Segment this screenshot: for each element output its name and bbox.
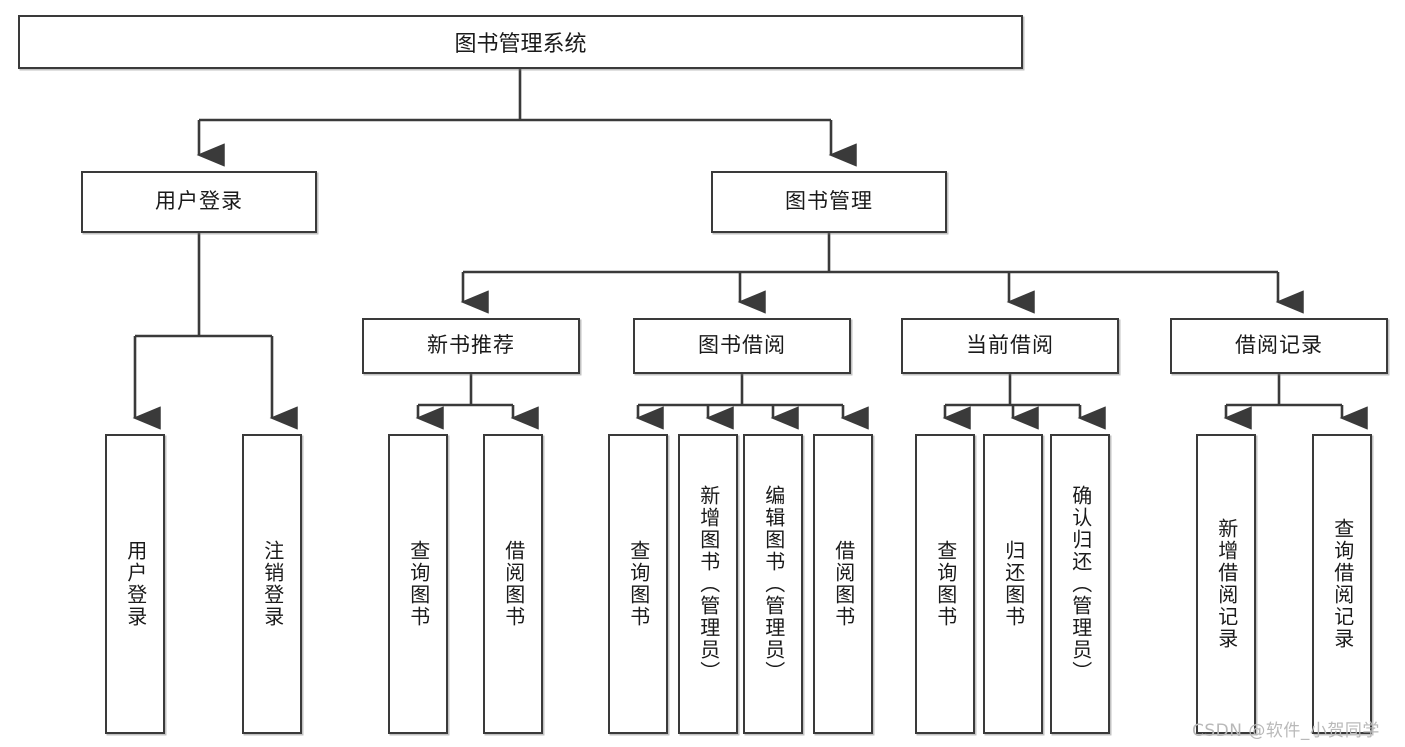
node-label: 新增借阅记录 <box>1214 518 1239 650</box>
node-leaf-10[interactable]: 确认归还（管理员） <box>1050 434 1110 734</box>
node-label: 图书管理系统 <box>454 32 587 57</box>
node-label: 借阅图书 <box>831 540 856 628</box>
node-level3-3[interactable]: 借阅记录 <box>1170 318 1388 374</box>
node-leaf-3[interactable]: 借阅图书 <box>483 434 543 734</box>
node-level2-0[interactable]: 用户登录 <box>81 171 317 233</box>
node-label: 新增图书（管理员） <box>696 485 721 683</box>
node-leaf-9[interactable]: 归还图书 <box>983 434 1043 734</box>
node-label: 借阅记录 <box>1235 333 1323 358</box>
node-label: 图书管理 <box>785 189 873 214</box>
node-leaf-1[interactable]: 注销登录 <box>242 434 302 734</box>
node-label: 新书推荐 <box>427 333 515 358</box>
node-root-system[interactable]: 图书管理系统 <box>18 15 1023 69</box>
node-leaf-7[interactable]: 借阅图书 <box>813 434 873 734</box>
node-leaf-2[interactable]: 查询图书 <box>388 434 448 734</box>
node-label: 用户登录 <box>155 189 243 214</box>
node-label: 用户登录 <box>123 540 148 628</box>
node-leaf-6[interactable]: 编辑图书（管理员） <box>743 434 803 734</box>
node-label: 归还图书 <box>1001 540 1026 628</box>
node-label: 当前借阅 <box>966 333 1054 358</box>
node-leaf-11[interactable]: 新增借阅记录 <box>1196 434 1256 734</box>
node-label: 查询图书 <box>626 540 651 628</box>
node-label: 查询图书 <box>406 540 431 628</box>
node-leaf-4[interactable]: 查询图书 <box>608 434 668 734</box>
csdn-watermark: CSDN @软件_小贺同学 <box>1192 721 1380 741</box>
node-level3-0[interactable]: 新书推荐 <box>362 318 580 374</box>
node-level3-1[interactable]: 图书借阅 <box>633 318 851 374</box>
node-label: 编辑图书（管理员） <box>761 485 786 683</box>
node-label: 借阅图书 <box>501 540 526 628</box>
node-leaf-0[interactable]: 用户登录 <box>105 434 165 734</box>
node-label: 查询图书 <box>933 540 958 628</box>
node-leaf-5[interactable]: 新增图书（管理员） <box>678 434 738 734</box>
node-leaf-12[interactable]: 查询借阅记录 <box>1312 434 1372 734</box>
node-label: 注销登录 <box>260 540 285 628</box>
node-label: 确认归还（管理员） <box>1068 485 1093 683</box>
node-label: 图书借阅 <box>698 333 786 358</box>
node-label: 查询借阅记录 <box>1330 518 1355 650</box>
node-leaf-8[interactable]: 查询图书 <box>915 434 975 734</box>
node-level3-2[interactable]: 当前借阅 <box>901 318 1119 374</box>
node-level2-1[interactable]: 图书管理 <box>711 171 947 233</box>
